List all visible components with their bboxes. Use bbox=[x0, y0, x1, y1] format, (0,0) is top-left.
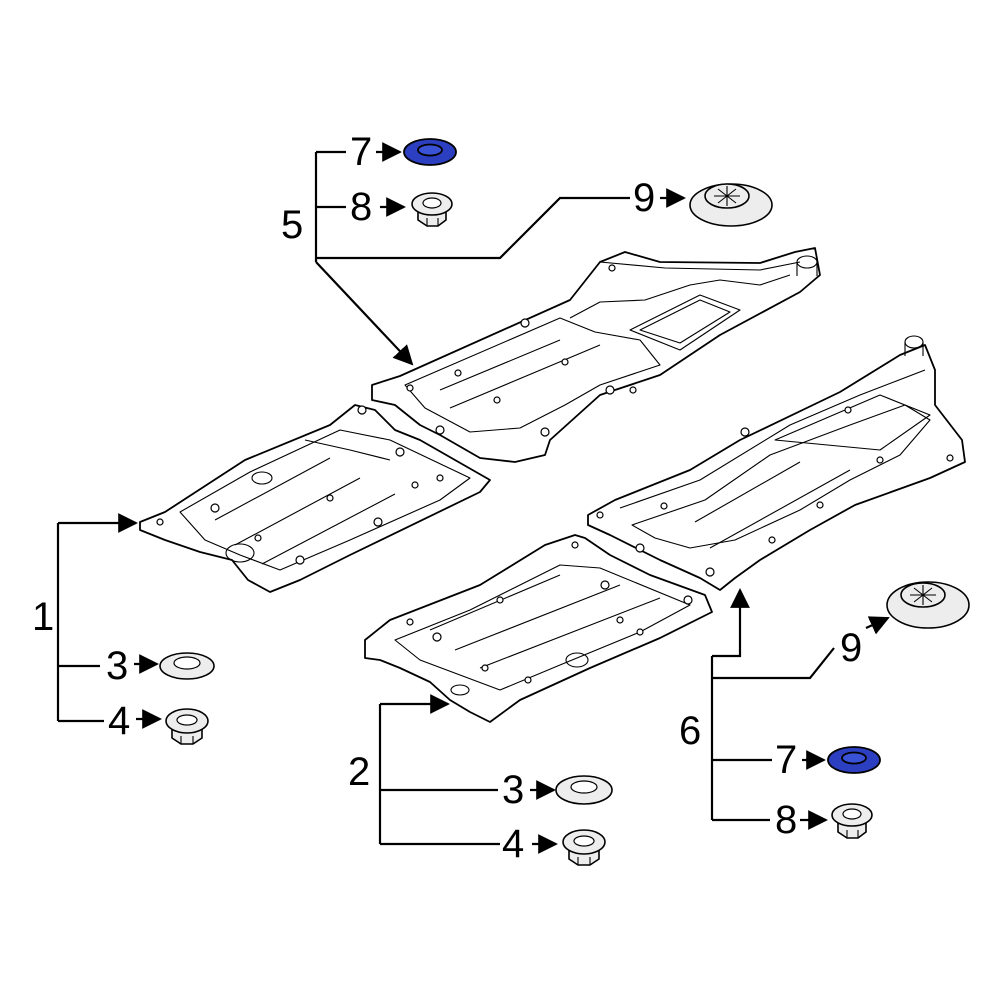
callout-2: 2 bbox=[348, 750, 370, 794]
part-9-upper-plug[interactable] bbox=[689, 183, 773, 227]
callout-7-lower: 7 bbox=[775, 738, 797, 782]
callout-9-lower: 9 bbox=[840, 626, 862, 670]
part-8-lower-nut[interactable] bbox=[831, 803, 873, 839]
callout-8-upper: 8 bbox=[350, 185, 372, 229]
part-3-left-washer[interactable] bbox=[159, 652, 215, 680]
part-7-upper-highlighted[interactable] bbox=[403, 138, 457, 166]
callout-8-lower: 8 bbox=[775, 798, 797, 842]
part-3-lower-washer[interactable] bbox=[555, 775, 613, 805]
callout-7-upper: 7 bbox=[350, 130, 372, 174]
underbody-shield-upper-rear bbox=[371, 247, 821, 463]
leader-lines bbox=[56, 142, 890, 854]
underbody-shield-lower-rear bbox=[587, 335, 966, 591]
underbody-shield-lower-front bbox=[364, 534, 713, 723]
callout-3-lower: 3 bbox=[502, 768, 524, 812]
underbody-shield-upper-front bbox=[139, 404, 491, 593]
callout-1: 1 bbox=[32, 595, 54, 639]
callout-5: 5 bbox=[281, 203, 303, 247]
callout-4-lower: 4 bbox=[502, 822, 524, 866]
part-4-lower-nut[interactable] bbox=[562, 829, 606, 866]
callout-4-left: 4 bbox=[108, 699, 130, 743]
callout-6: 6 bbox=[679, 709, 701, 753]
callout-9-upper: 9 bbox=[633, 176, 655, 220]
part-4-left-nut[interactable] bbox=[165, 708, 209, 745]
part-7-lower-highlighted[interactable] bbox=[827, 746, 881, 774]
part-9-lower-plug[interactable] bbox=[886, 581, 970, 629]
callout-3-left: 3 bbox=[106, 644, 128, 688]
part-8-upper-nut[interactable] bbox=[411, 192, 453, 227]
